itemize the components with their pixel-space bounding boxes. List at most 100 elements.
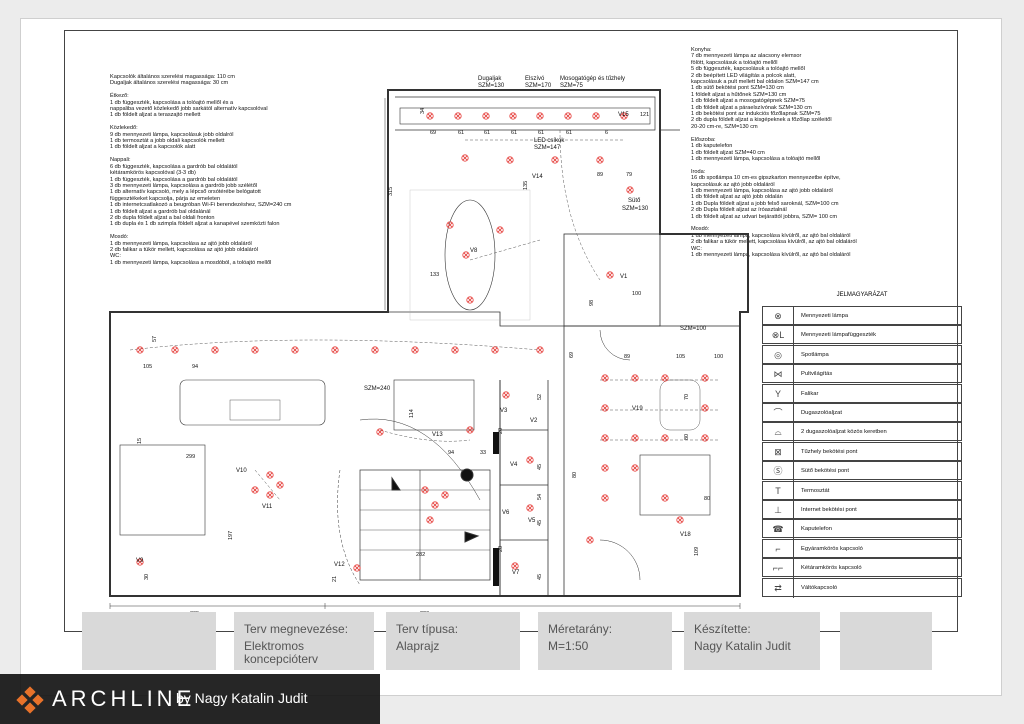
title-block-author: Készítette: Nagy Katalin Judit (684, 612, 820, 670)
ceiling-lamp-icon (536, 346, 544, 354)
dimension-label: 61 (458, 130, 464, 136)
dimension-label: 34 (420, 108, 426, 114)
ceiling-lamp-icon (441, 491, 449, 499)
ceiling-lamp-icon (601, 434, 609, 442)
circuit-label: V18 (680, 532, 691, 538)
legend-row: ☎Kaputelefon (762, 519, 962, 540)
dimension-label: 57 (152, 336, 158, 342)
ceiling-lamp-icon (353, 564, 361, 572)
note-line: 1 db földelt aljzat SZM=40 cm (691, 149, 765, 156)
note-line: kapcsolásuk az ajtó jobb oldaláról (691, 181, 775, 188)
ceiling-lamp-icon (526, 456, 534, 464)
drawing-sheet (20, 18, 1002, 696)
dimension-label: 80 (572, 472, 578, 478)
legend-row: ⋈Pultvilágítás (762, 364, 962, 385)
archline-logo-icon (16, 686, 44, 714)
ceiling-lamp-icon (454, 112, 462, 120)
note-line: 1 db termosztát a jobb oldali kapcsolók … (110, 138, 225, 145)
ceiling-lamp-icon (536, 112, 544, 120)
dimension-label: 20 (498, 546, 504, 552)
dimension-label: 100 (632, 291, 641, 297)
note-line: 7 db mennyezeti lámpa az alacsony elemso… (691, 53, 802, 60)
dimension-label: 135 (523, 181, 529, 190)
note-line: 1 db mennyezeti lámpa, kapcsolása az ajt… (110, 240, 252, 247)
dimension-label: 197 (228, 531, 234, 540)
ceiling-lamp-icon (482, 112, 490, 120)
ceiling-lamp-icon (631, 434, 639, 442)
ceiling-lamp-icon (426, 516, 434, 524)
notes-right: Konyha:7 db mennyezeti lámpa az alacsony… (691, 47, 857, 258)
note-line: 1 db földelt aljzat az udvari bejárattól… (691, 213, 837, 220)
circuit-label: V3 (500, 408, 508, 414)
scale-value: M=1:50 (548, 639, 589, 653)
note-line: Kapcsolók általános szerelési magassága:… (110, 74, 235, 80)
dimension-label: 61 (538, 130, 544, 136)
note-line: 1 db földelt aljzat a mosogatógépnek SZM… (691, 98, 805, 105)
circuit-label: V12 (334, 562, 345, 568)
dimension-label: 133 (430, 272, 439, 278)
note-line: 1 db mennyezeti lámpa, kapcsolása kívülr… (691, 252, 851, 258)
single-switch-icon: ⌐ (763, 539, 794, 559)
stove-connection-icon: ⊠ (763, 442, 794, 462)
double-switch-icon: ⌐⌐ (763, 559, 794, 579)
legend-row: ⊗Mennyezeti lámpa (762, 306, 962, 326)
circuit-label: V14 (532, 174, 543, 180)
note-line: 1 db földelt aljzat a kapcsolók alatt (110, 144, 196, 151)
ceiling-lamp-icon (136, 558, 144, 566)
note-line: WC: (110, 253, 121, 260)
label-led-csikok: LED csíkok (534, 138, 565, 144)
brand-author: by Nagy Katalin Judit (176, 690, 308, 706)
circuit-label: V15 (618, 112, 629, 118)
ceiling-lamp-icon (331, 346, 339, 354)
legend-label: Pultvilágítás (801, 371, 833, 378)
note-line: Közlekedő: (110, 125, 138, 132)
ceiling-lamp-icon (676, 516, 684, 524)
circuit-label: V9 (136, 558, 144, 564)
note-line: 1 db függeszték, kapcsolása a gardrób ba… (110, 176, 238, 183)
note-line: 6 db függeszték, kapcsolása a gardrób ba… (110, 163, 238, 170)
ceiling-lamp-icon (506, 156, 514, 164)
legend-label: Dugaszolóaljzat (801, 410, 842, 416)
ceiling-lamp-icon (631, 374, 639, 382)
circuit-label: V11 (262, 504, 273, 510)
dimension-label: 61 (484, 130, 490, 136)
label-szm-240: SZM=240 (364, 386, 391, 392)
ceiling-lamp-icon (592, 112, 600, 120)
dimension-label: 94 (448, 450, 454, 456)
dimension-label: 45 (537, 574, 543, 580)
ceiling-lamp-icon (701, 434, 709, 442)
circuit-label: V5 (528, 518, 536, 524)
note-line: 1 db földelt aljzat a gardrób bal oldalá… (110, 208, 211, 215)
dimension-label: 282 (416, 552, 425, 558)
ceiling-lamp-icon (451, 346, 459, 354)
dimension-label: 89 (597, 172, 603, 178)
socket-icon: ⌒ (763, 404, 794, 423)
circuit-label: V10 (236, 468, 247, 474)
legend-row: ⌐Egyáramkörös kapcsoló (762, 538, 962, 559)
note-line: 1 db mennyezeti lámpa, kapcsolása az ajt… (691, 187, 833, 194)
dimension-label: 20 (498, 428, 504, 434)
dimension-label: 52 (537, 394, 543, 400)
dimension-label: 79 (626, 172, 632, 178)
oven-connection-icon: Ⓢ (763, 462, 794, 482)
label-dugaljak: Dugaljak (478, 76, 502, 82)
note-line: függesztékeket kapcsolja, párja az emele… (110, 195, 221, 202)
dimension-label: 6 (605, 130, 608, 136)
ceiling-lamp-icon (596, 156, 604, 164)
ceiling-lamp-icon (620, 112, 628, 120)
label-szm-led: SZM=147 (534, 145, 561, 151)
note-line: Iroda: (691, 168, 706, 175)
label-szm-mosogatogep: SZM=75 (560, 83, 584, 89)
legend-row: ⌒ Dugaszolóaljzat (762, 403, 962, 423)
dimension-label: 69 (430, 130, 436, 136)
legend-label: Mennyezeti lámpa (801, 313, 849, 319)
label-szm-elszivo: SZM=170 (525, 83, 552, 89)
thermostat-icon: T (763, 481, 794, 501)
note-line: Dugaljak általános szerelési magassága: … (110, 80, 229, 87)
plan-name-value: Elektromos koncepcióterv (244, 639, 319, 666)
note-line: 5 db függeszték, kapcsolásuk a tolóajtó … (691, 66, 805, 73)
title-block-scale: Méretarány: M=1:50 (538, 612, 672, 670)
